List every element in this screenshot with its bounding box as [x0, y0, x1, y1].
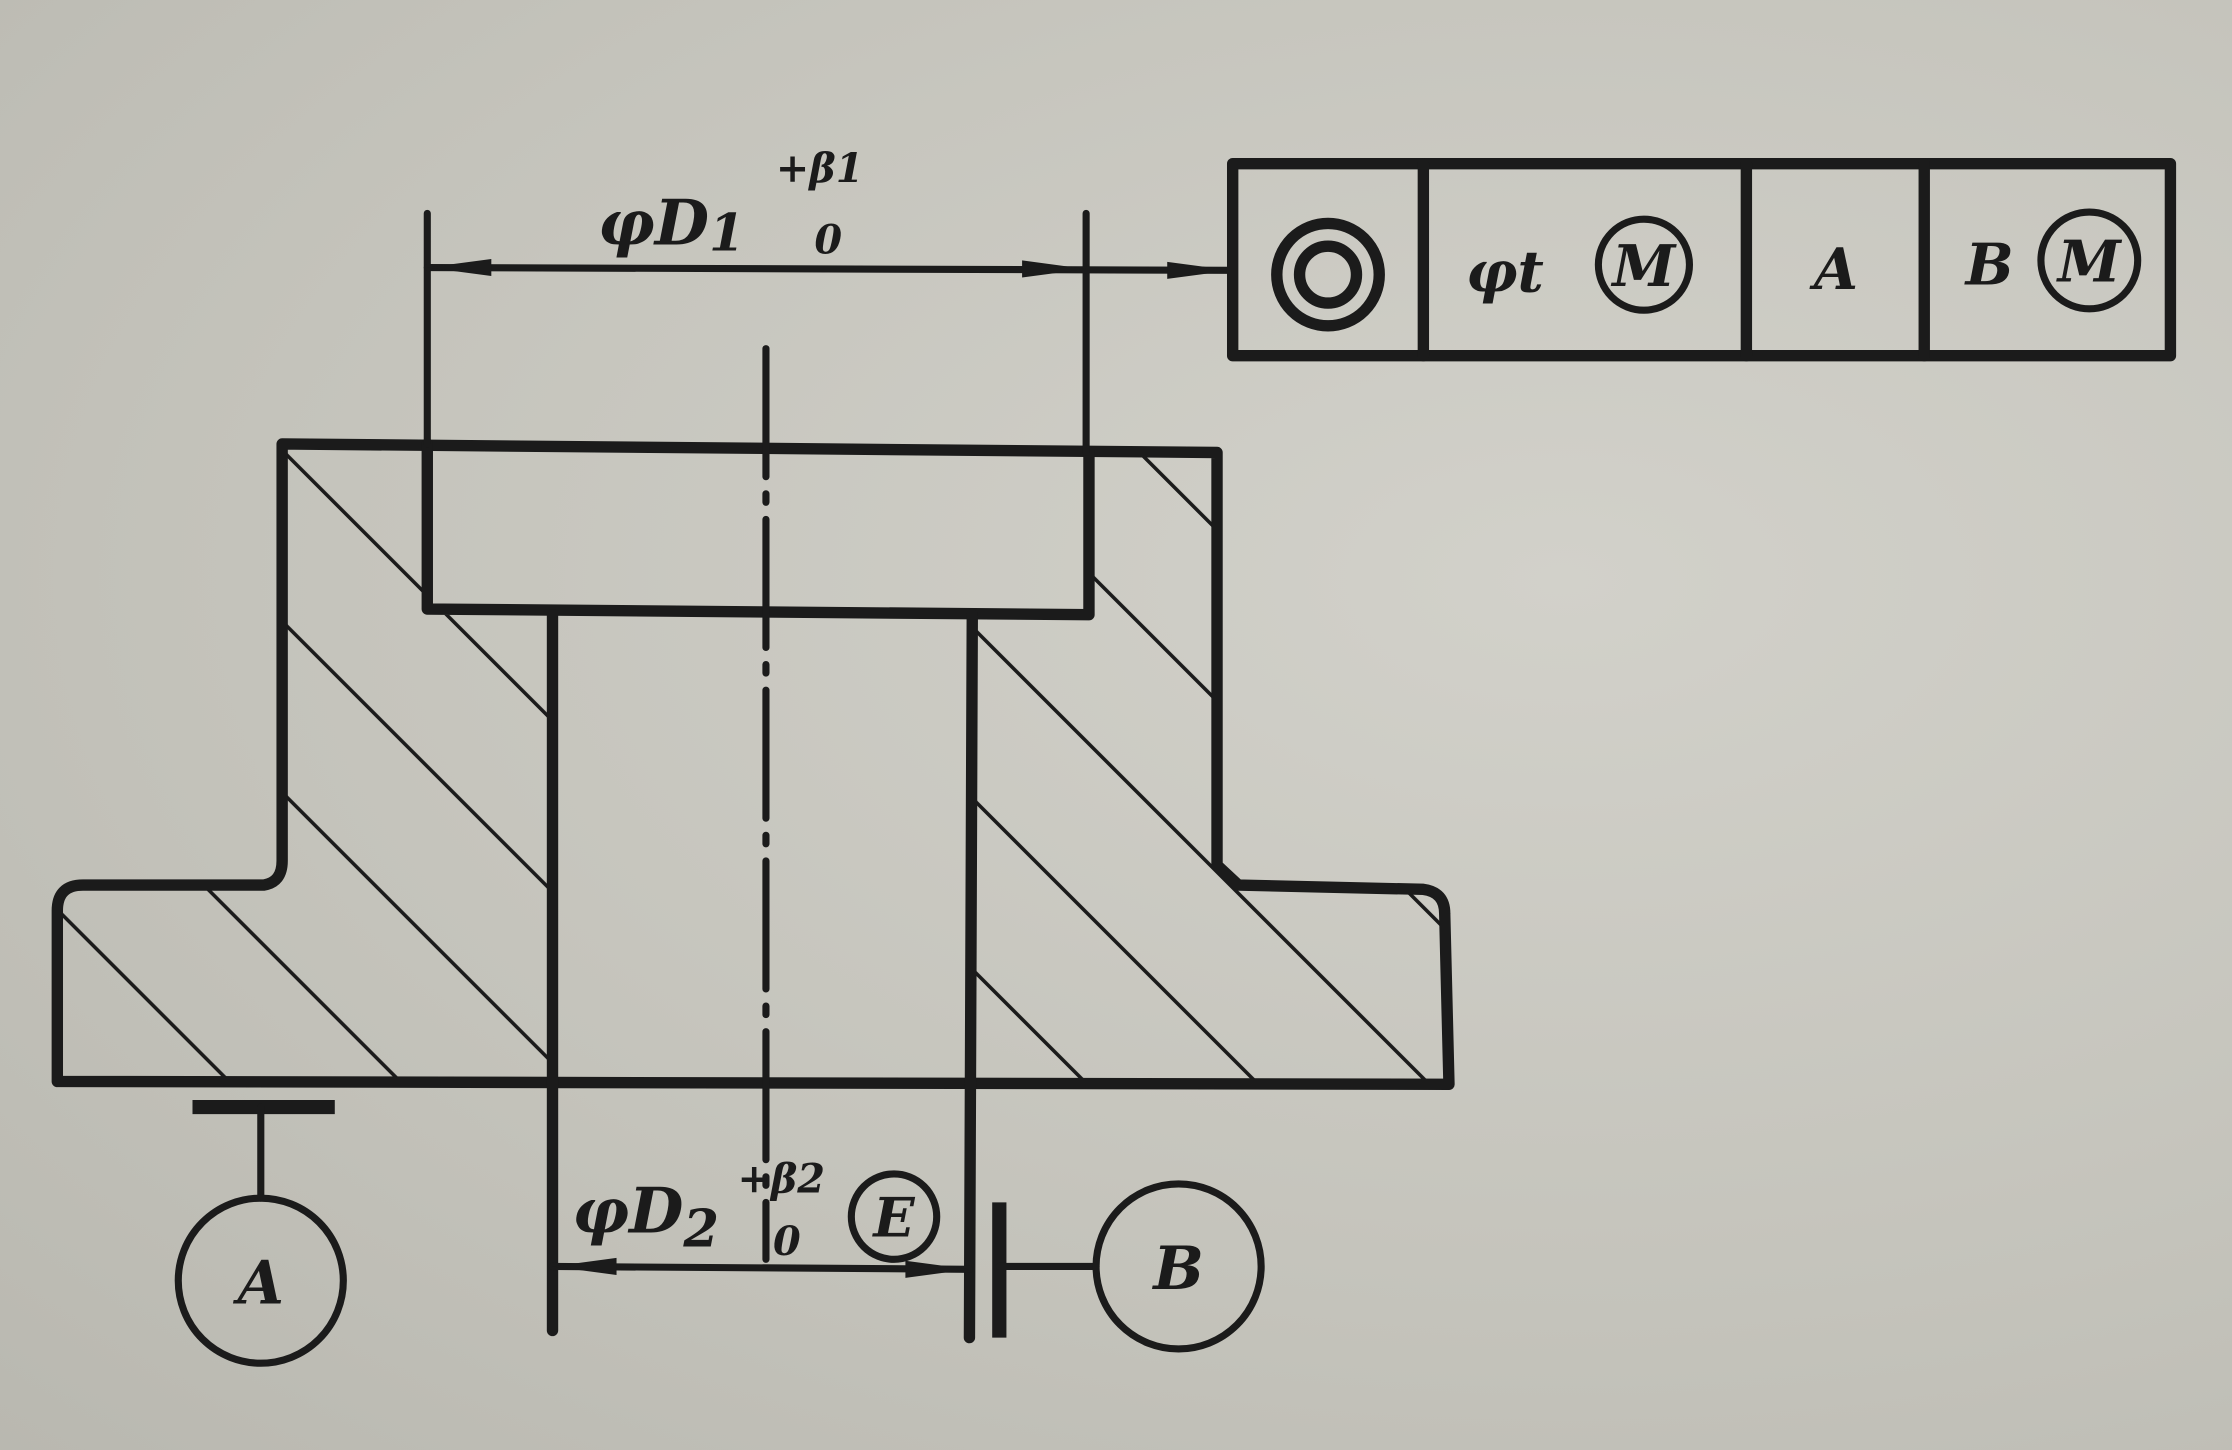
datum-b-symbol: B: [992, 1180, 1265, 1353]
arrow-icon: [427, 258, 492, 277]
d2-upper-tolerance: +β2: [737, 1156, 825, 1202]
d2-modifier: E: [871, 1186, 915, 1250]
d2-label: φD2: [572, 1173, 719, 1259]
concentricity-icon: [1271, 217, 1385, 332]
arrow-icon: [552, 1257, 617, 1275]
hatch-left: [57, 443, 553, 1082]
fcf-tolerance-modifier: M: [1610, 234, 1677, 300]
fcf-secondary-datum: B: [1964, 233, 2014, 299]
fcf-primary-datum: A: [1809, 237, 1858, 303]
d2-lower-tolerance: 0: [773, 1219, 801, 1265]
d1-upper-tolerance: +β1: [776, 146, 864, 192]
feature-control-frame: φt M A B M: [1226, 157, 2177, 362]
datum-a-symbol: A: [174, 1099, 347, 1367]
fcf-tolerance: φt: [1466, 240, 1544, 306]
d2-dimension-line: [548, 1262, 973, 1273]
arrow-icon: [905, 1260, 970, 1278]
arrow-icon: [1022, 260, 1087, 278]
bore-right-edge: [963, 609, 978, 1344]
part-outline: [51, 438, 1455, 1090]
counterbore-outline: [421, 438, 1095, 621]
hatch-right: [972, 452, 1449, 1085]
datum-b-label: B: [1151, 1234, 1204, 1304]
envelope-modifier-circle: [847, 1170, 941, 1263]
d1-label: φD1: [598, 186, 745, 264]
d1-dimension-line: [423, 263, 1235, 274]
leader-arrow-icon: [1167, 261, 1232, 279]
fcf-secondary-modifier: M: [2056, 230, 2123, 296]
datum-a-label: A: [233, 1248, 284, 1318]
d1-lower-tolerance: 0: [814, 217, 842, 263]
